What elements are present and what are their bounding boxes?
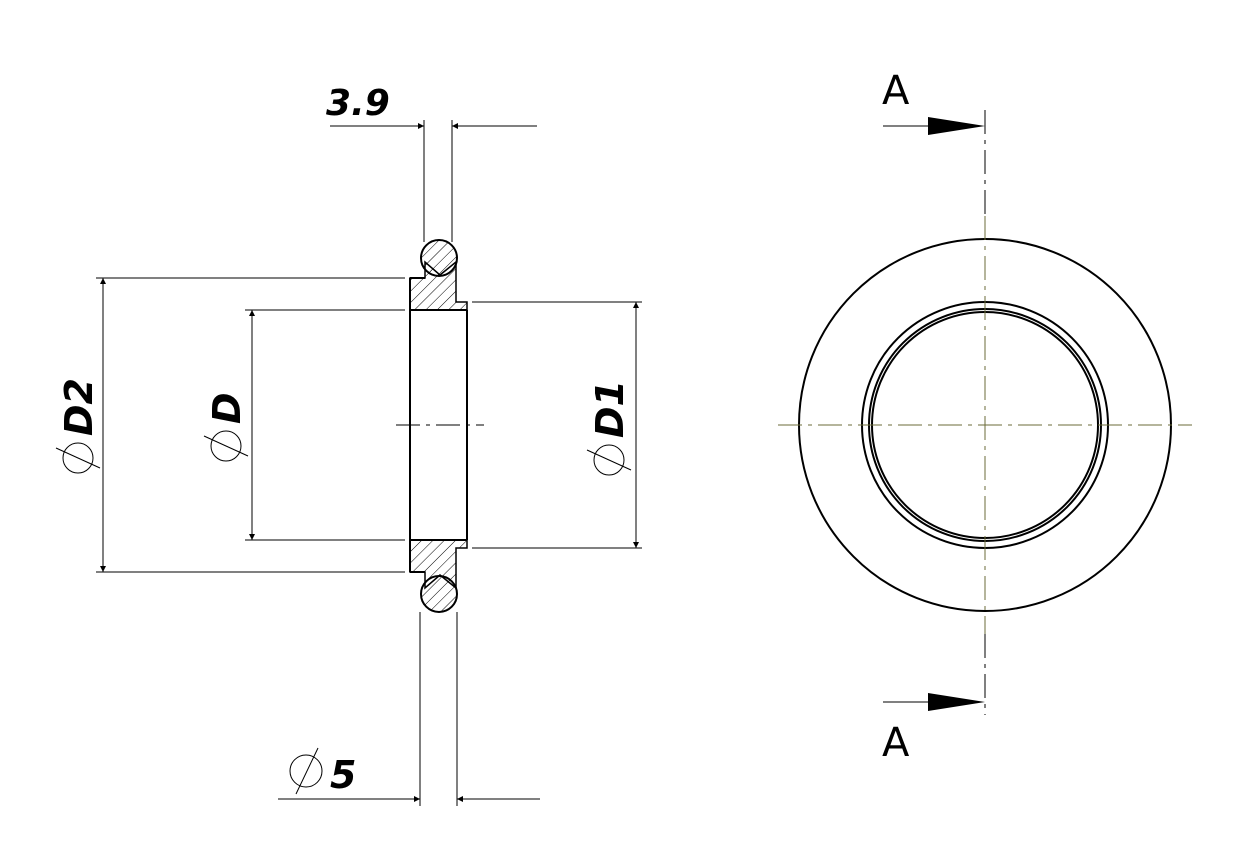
dim-d1-label-group: D1 bbox=[586, 380, 632, 476]
dim-oring-label-group: 5 bbox=[289, 747, 356, 797]
section-label-bottom: A bbox=[882, 720, 910, 766]
section-label-top: A bbox=[882, 68, 910, 114]
front-view: A A bbox=[778, 68, 1192, 766]
diameter-symbol-slash bbox=[55, 447, 101, 469]
section-view: 3.9 5 D2 D bbox=[55, 83, 642, 806]
dim-d1-label: D1 bbox=[588, 380, 632, 438]
diameter-symbol-icon bbox=[289, 754, 323, 788]
diameter-symbol-slash bbox=[203, 435, 249, 457]
diameter-symbol-icon bbox=[593, 444, 625, 476]
section-arrow-top-icon bbox=[928, 117, 985, 135]
dim-d-label: D bbox=[205, 392, 249, 424]
diameter-symbol-slash bbox=[586, 449, 632, 471]
dim-d2-label: D2 bbox=[57, 378, 101, 436]
dim-d-label-group: D bbox=[203, 392, 249, 462]
dim-d2-label-group: D2 bbox=[55, 378, 101, 474]
diameter-symbol-slash bbox=[295, 747, 319, 795]
top-oring-section bbox=[420, 239, 458, 277]
dim-width-label: 3.9 bbox=[326, 83, 390, 124]
dim-oring-label: 5 bbox=[330, 753, 356, 797]
diameter-symbol-icon bbox=[62, 442, 94, 474]
section-arrow-bottom-icon bbox=[928, 693, 985, 711]
bottom-oring-section bbox=[420, 575, 458, 613]
diameter-symbol-icon bbox=[210, 430, 242, 462]
